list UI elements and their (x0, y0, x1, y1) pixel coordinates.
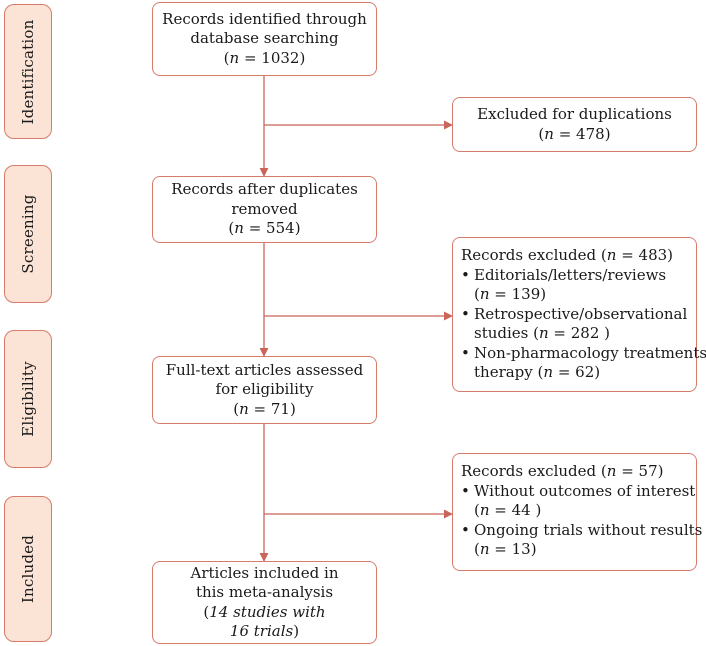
count-text: (n = 478) (538, 124, 611, 143)
list-item: •Retrospective/observational studies (n … (461, 304, 688, 343)
n-label: n (544, 124, 554, 143)
box-text: this meta-analysis (195, 583, 334, 601)
stage-screening: Screening (4, 165, 52, 303)
n-label: n (606, 462, 617, 480)
box-text: removed (231, 199, 298, 218)
bullet-icon: • (461, 481, 470, 500)
full-text-assessed-box: Full-text articles assessed for eligibil… (152, 356, 377, 424)
n-value: = 554 (243, 219, 295, 238)
list-item: •Without outcomes of interest (n = 44 ) (461, 481, 696, 520)
box-text: Records after duplicates (171, 180, 358, 199)
n-label: n (229, 48, 240, 67)
n-value: = 478 (553, 124, 605, 143)
stage-eligibility: Eligibility (4, 330, 52, 468)
box-title: Records excluded (n = 57) (461, 462, 664, 480)
records-identified-box: Records identified through database sear… (152, 2, 377, 76)
n-value: = 1032 (239, 48, 300, 67)
n-value: = 71 (248, 399, 290, 418)
stage-included: Included (4, 496, 52, 642)
count-text: 16 trials) (229, 622, 300, 640)
count-text: (n = 1032) (223, 48, 306, 67)
n-value: = 483) (616, 246, 674, 264)
box-text: for eligibility (215, 380, 314, 399)
list-item: •Non-pharmacology treatments therapy (n … (461, 343, 706, 382)
stage-identification: Identification (4, 4, 52, 139)
n-label: n (543, 363, 554, 381)
list-item: •Ongoing trials without results (n = 13) (461, 520, 703, 559)
bullet-icon: • (461, 343, 470, 362)
excluded-duplicates-box: Excluded for duplications (n = 478) (452, 97, 697, 152)
n-value: = 44 ) (489, 501, 542, 519)
n-label: n (479, 285, 490, 303)
articles-included-box: Articles included in this meta-analysis … (152, 561, 377, 644)
n-label: n (479, 501, 490, 519)
box-text: Excluded for duplications (477, 105, 672, 123)
n-value: = 282 ) (548, 324, 611, 342)
box-title: Records excluded (n = 483) (461, 246, 674, 264)
box-text: Full-text articles assessed (165, 360, 364, 379)
screening-excluded-box: Records excluded (n = 483) •Editorials/l… (452, 237, 706, 392)
n-label: n (479, 540, 490, 558)
bullet-icon: • (461, 265, 470, 284)
n-label: n (538, 324, 549, 342)
n-value: = 139) (489, 285, 547, 303)
box-text: Articles included in (190, 563, 339, 582)
records-after-duplicates-box: Records after duplicates removed (n = 55… (152, 176, 377, 243)
bullet-icon: • (461, 304, 470, 323)
bullet-icon: • (461, 520, 470, 539)
n-value: = 62) (553, 363, 601, 381)
box-text: database searching (190, 29, 339, 48)
count-text: (14 studies with (203, 602, 326, 621)
count-text: (n = 554) (228, 219, 301, 238)
box-text: Records identified through (162, 9, 367, 28)
n-label: n (239, 399, 249, 418)
n-value: = 13) (489, 540, 537, 558)
count-text: (n = 71) (233, 399, 296, 418)
studies-text: 14 studies with (209, 602, 326, 621)
eligibility-excluded-box: Records excluded (n = 57) •Without outco… (452, 453, 703, 571)
n-label: n (606, 246, 617, 264)
n-value: = 57) (616, 462, 664, 480)
trials-text: 16 trials (229, 622, 294, 640)
list-item: •Editorials/letters/reviews (n = 139) (461, 265, 667, 304)
n-label: n (234, 219, 244, 238)
